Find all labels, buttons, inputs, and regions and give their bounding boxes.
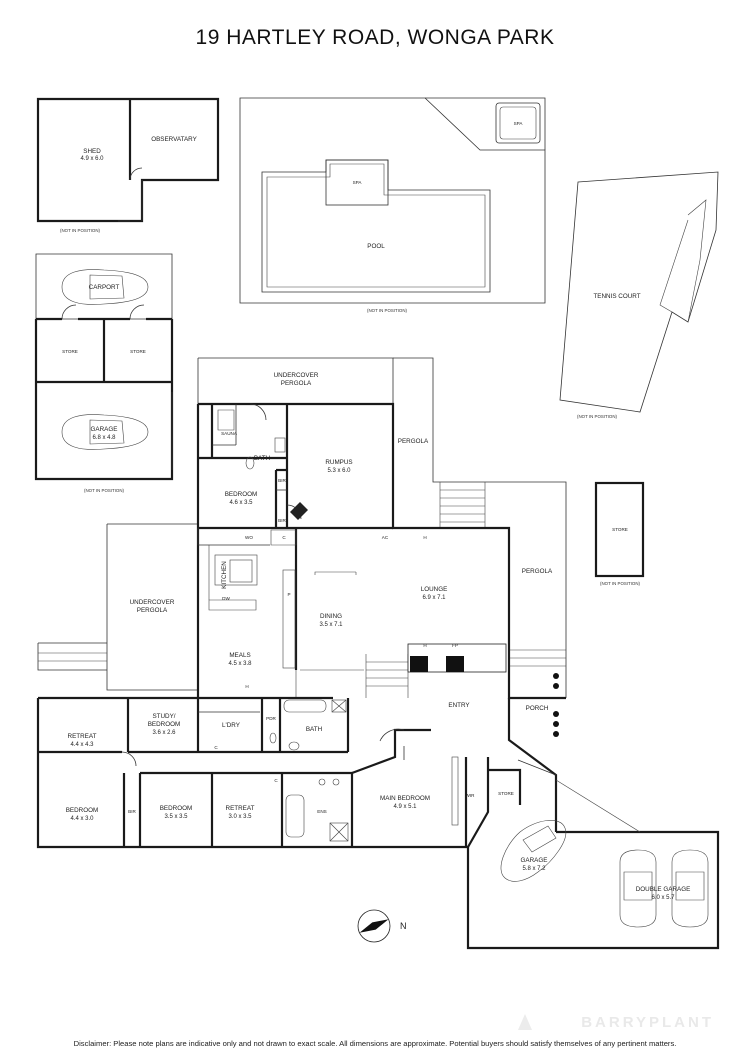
spa-label: SPA	[353, 180, 363, 185]
entry-label: ENTRY	[448, 702, 470, 709]
store-1-label: STORE	[62, 349, 78, 354]
pergola-right-top-label: PERGOLA	[398, 438, 429, 445]
store-label: STORE	[612, 527, 628, 532]
carport-label: CARPORT	[89, 284, 120, 291]
study-label-l1: STUDY/	[152, 713, 175, 720]
bedroom-top-dims: 4.6 x 3.5	[229, 500, 253, 506]
c3-label: C	[274, 778, 278, 783]
rumpus-label: RUMPUS	[325, 459, 352, 466]
study-label-l2: BEDROOM	[148, 721, 181, 728]
c1-label: C	[282, 535, 286, 540]
brand-logo-icon	[518, 1014, 532, 1030]
rumpus-dims: 5.3 x 6.0	[327, 468, 351, 474]
fp-label: FP	[452, 643, 458, 648]
bedroom-top-label: BEDROOM	[225, 491, 258, 498]
wo-label: WO	[245, 535, 253, 540]
store-garage-label: STORE	[498, 791, 514, 796]
undercover-pergola-top-l1: UNDERCOVER	[274, 372, 319, 379]
room-labels: UNDERCOVER PERGOLA PERGOLA PERGOLA UNDER…	[66, 372, 691, 901]
meals-dims: 4.5 x 3.8	[228, 661, 252, 667]
pool-label: POOL	[367, 243, 385, 250]
north-label: N	[400, 921, 407, 931]
ac-label: AC	[382, 535, 389, 540]
sauna-label: SAUNA	[221, 431, 238, 436]
wir-label: WIR	[466, 793, 476, 798]
shed-dims: 4.9 x 6.0	[80, 156, 104, 162]
bir-2-label: BIR	[278, 518, 286, 523]
retreat-left-label: RETREAT	[68, 733, 97, 740]
bir-3-label: BIR	[128, 809, 136, 814]
porch-label: PORCH	[526, 705, 549, 712]
tennis-court: TENNIS COURT (NOT IN POSITION)	[559, 171, 719, 419]
dining-label: DINING	[320, 613, 342, 620]
undercover-pergola-left-l2: PERGOLA	[137, 607, 168, 614]
tennis-court-label: TENNIS COURT	[593, 293, 640, 300]
page-title: 19 HARTLEY ROAD, WONGA PARK	[195, 26, 555, 49]
p-label: P	[287, 592, 290, 597]
lounge-dims: 6.9 x 7.1	[422, 595, 446, 601]
dining-dims: 3.5 x 7.1	[319, 622, 343, 628]
store-not-in-position: (NOT IN POSITION)	[600, 581, 640, 586]
bedroom-bl-label: BEDROOM	[66, 807, 99, 814]
h1-label: H	[423, 535, 426, 540]
lounge-label: LOUNGE	[421, 586, 448, 593]
garage-label: GARAGE	[521, 857, 548, 864]
bath-mid-label: BATH	[306, 726, 323, 733]
pool-not-in-position: (NOT IN POSITION)	[367, 308, 407, 313]
dw-label: DW	[222, 596, 230, 601]
bedroom-mid-dims: 3.5 x 3.5	[164, 814, 188, 820]
shed-building: SHED 4.9 x 6.0 OBSERVATARY (NOT IN POSIT…	[36, 97, 220, 233]
retreat-mid-label: RETREAT	[226, 805, 255, 812]
kitchen-label: KITCHEN	[221, 561, 228, 589]
north-compass: N	[357, 909, 407, 943]
double-garage-dims: 6.0 x 5.7	[651, 895, 675, 901]
ensuite-label: ENS	[317, 809, 326, 814]
retreat-mid-dims: 3.0 x 3.5	[228, 814, 252, 820]
bedroom-mid-label: BEDROOM	[160, 805, 193, 812]
tennis-not-in-position: (NOT IN POSITION)	[577, 414, 617, 419]
bedroom-bl-dims: 4.4 x 3.0	[70, 816, 94, 822]
carport-not-in-position: (NOT IN POSITION)	[84, 488, 124, 493]
pdr-label: PDR	[266, 716, 276, 721]
bath-top-label: BATH	[254, 455, 271, 462]
pool-area: SPA SPA POOL (NOT IN POSITION)	[239, 97, 546, 313]
shed-not-in-position: (NOT IN POSITION)	[60, 228, 100, 233]
store-2-label: STORE	[130, 349, 146, 354]
retreat-left-dims: 4.4 x 4.3	[70, 742, 94, 748]
garage-outbuilding-dims: 6.8 x 4.8	[92, 435, 116, 441]
brand-watermark: BARRYPLANT	[581, 1014, 714, 1031]
bir-1-label: BIR	[278, 478, 286, 483]
shed-label: SHED	[83, 148, 101, 155]
disclaimer-text: Disclaimer: Please note plans are indica…	[73, 1039, 677, 1048]
main-house	[36, 357, 720, 950]
spa-top-label: SPA	[514, 121, 524, 126]
pergola-right-label: PERGOLA	[522, 568, 553, 575]
store-building: STORE (NOT IN POSITION)	[594, 481, 645, 586]
study-dims: 3.6 x 2.6	[152, 730, 176, 736]
double-garage-label: DOUBLE GARAGE	[636, 886, 691, 893]
observatory-label: OBSERVATARY	[151, 136, 197, 143]
laundry-label: L'DRY	[222, 722, 241, 729]
main-bedroom-dims: 4.9 x 5.1	[393, 804, 417, 810]
carport-building: CARPORT STORE STORE GARAGE 6.8 x 4.8 (NO…	[34, 253, 174, 493]
h2-label: H	[245, 684, 248, 689]
main-bedroom-label: MAIN BEDROOM	[380, 795, 430, 802]
undercover-pergola-left-l1: UNDERCOVER	[130, 599, 175, 606]
meals-label: MEALS	[229, 652, 250, 659]
h3-label: H	[423, 643, 426, 648]
garage-outbuilding-label: GARAGE	[91, 426, 118, 433]
garage-dims: 5.8 x 7.2	[522, 866, 546, 872]
undercover-pergola-top-l2: PERGOLA	[281, 380, 312, 387]
c2-label: C	[214, 745, 218, 750]
